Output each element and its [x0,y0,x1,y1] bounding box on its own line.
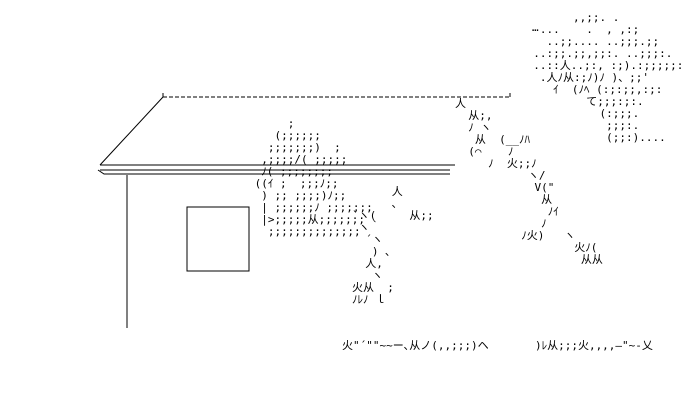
eave-cap [97,169,450,175]
fire-base-art: 火"´""~~ー､从ノ(,,;;;)ヘ )ﾚ从;;;火,,,,―"~-乂 [342,339,653,352]
window-frame [186,206,250,272]
smoke-plume-art: ,,;;. . ... . , ,:; ..;;.... ..;;;.;; ..… [533,11,684,144]
ridge-end-mark [162,93,511,97]
ellipsis-text: … [532,21,539,34]
fire-right-art: 人 从;, ﾉ ヽ 从 (__ﾉﾊ (⌒ ﾉ ﾉ 火;;ﾉ ヽ/ V(" 从 ﾉ… [455,97,603,266]
roof-smoke-art: ; (;;;;;; ;;;;;;;) ; ,;;;;/( ;;;;; ﾉ( ;;… [254,117,373,238]
fire-left-art: 人 ､ `ヽ( 从;; ヽ｀ ´ヽ ) ､ 人, ヽ 火从 ; ﾉﾚﾉ ｌ [352,185,434,306]
roof-left-slope [99,96,164,166]
